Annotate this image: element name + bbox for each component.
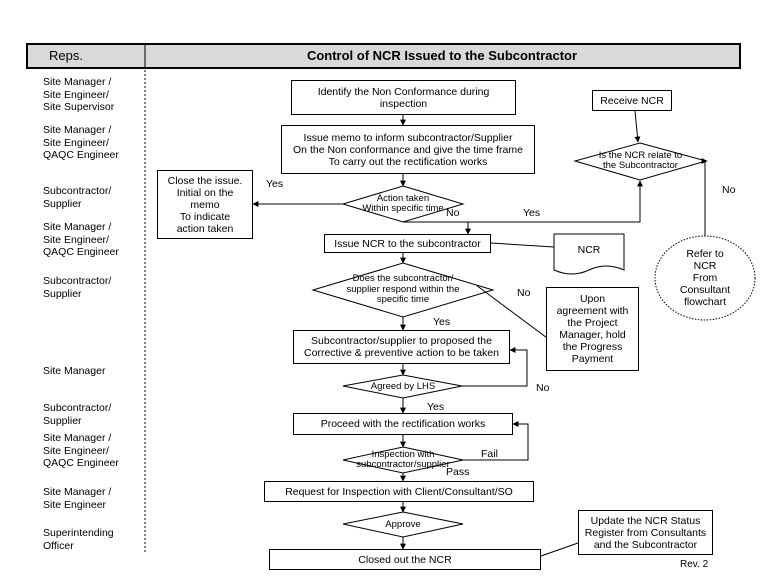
- role-label: Site Manager / Site Engineer/ Site Super…: [43, 76, 115, 113]
- step-identify: Identify the Non Conformance during insp…: [291, 80, 516, 115]
- step-update-status: Update the NCR Status Register from Cons…: [578, 510, 713, 555]
- role-label: Subcontractor/ Supplier: [43, 275, 112, 300]
- step-receive-ncr: Receive NCR: [592, 90, 672, 111]
- diagram-title: Control of NCR Issued to the Subcontract…: [306, 48, 578, 63]
- ncr-document-label: NCR: [577, 243, 601, 256]
- step-proceed-rectification: Proceed with the rectification works: [293, 413, 513, 435]
- branch-yes-label: Yes: [523, 207, 541, 219]
- decision-approve-label: Approve: [385, 518, 421, 530]
- decision-agreed-label: Agreed by LHS: [370, 380, 436, 392]
- decision-ncr-relate-label: Is the NCR relate to the Subcontractor: [598, 149, 683, 171]
- role-label: Site Manager / Site Engineer/ QAQC Engin…: [43, 221, 119, 258]
- branch-no-label: No: [536, 382, 550, 394]
- revision-label: Rev. 2: [680, 559, 709, 570]
- decision-action-taken-label: Action taken Within specific time: [362, 192, 444, 214]
- step-close-issue: Close the issue. Initial on the memo To …: [157, 170, 253, 239]
- decision-respond-label: Does the subcontractor/ supplier respond…: [346, 273, 460, 306]
- role-label: Subcontractor/ Supplier: [43, 185, 112, 210]
- step-upon-agreement: Upon agreement with the Project Manager,…: [546, 287, 639, 371]
- ncr-document-shape: [553, 233, 625, 275]
- role-label: Site Manager / Site Engineer/ QAQC Engin…: [43, 124, 119, 161]
- role-label: Subcontractor/ Supplier: [43, 402, 112, 427]
- role-label: Superintending Officer: [43, 527, 114, 552]
- reps-header: Reps.: [49, 48, 83, 63]
- step-request-inspection: Request for Inspection with Client/Consu…: [264, 481, 534, 502]
- branch-fail-label: Fail: [481, 448, 498, 460]
- step-propose-action: Subcontractor/supplier to proposed the C…: [293, 330, 510, 364]
- decision-ncr-relate: [573, 142, 708, 181]
- branch-no-label: No: [517, 287, 531, 299]
- branch-no-label: No: [722, 184, 736, 196]
- refer-ncr-label: Refer to NCR From Consultant flowchart: [679, 248, 731, 308]
- role-label: Site Manager: [43, 365, 106, 377]
- branch-pass-label: Pass: [446, 466, 470, 478]
- role-label: Site Manager / Site Engineer/ QAQC Engin…: [43, 432, 119, 469]
- branch-yes-label: Yes: [433, 316, 451, 328]
- branch-no-label: No: [446, 207, 460, 219]
- branch-yes-label: Yes: [427, 401, 445, 413]
- role-label: Site Manager / Site Engineer: [43, 486, 112, 511]
- decision-inspection-label: Inspection with subcontractor/supplier: [356, 448, 450, 470]
- header-bar: [26, 43, 741, 69]
- step-issue-ncr: Issue NCR to the subcontractor: [324, 234, 491, 253]
- step-closed-out: Closed out the NCR: [269, 549, 541, 570]
- branch-yes-label: Yes: [266, 178, 284, 190]
- step-issue-memo: Issue memo to inform subcontractor/Suppl…: [281, 125, 535, 174]
